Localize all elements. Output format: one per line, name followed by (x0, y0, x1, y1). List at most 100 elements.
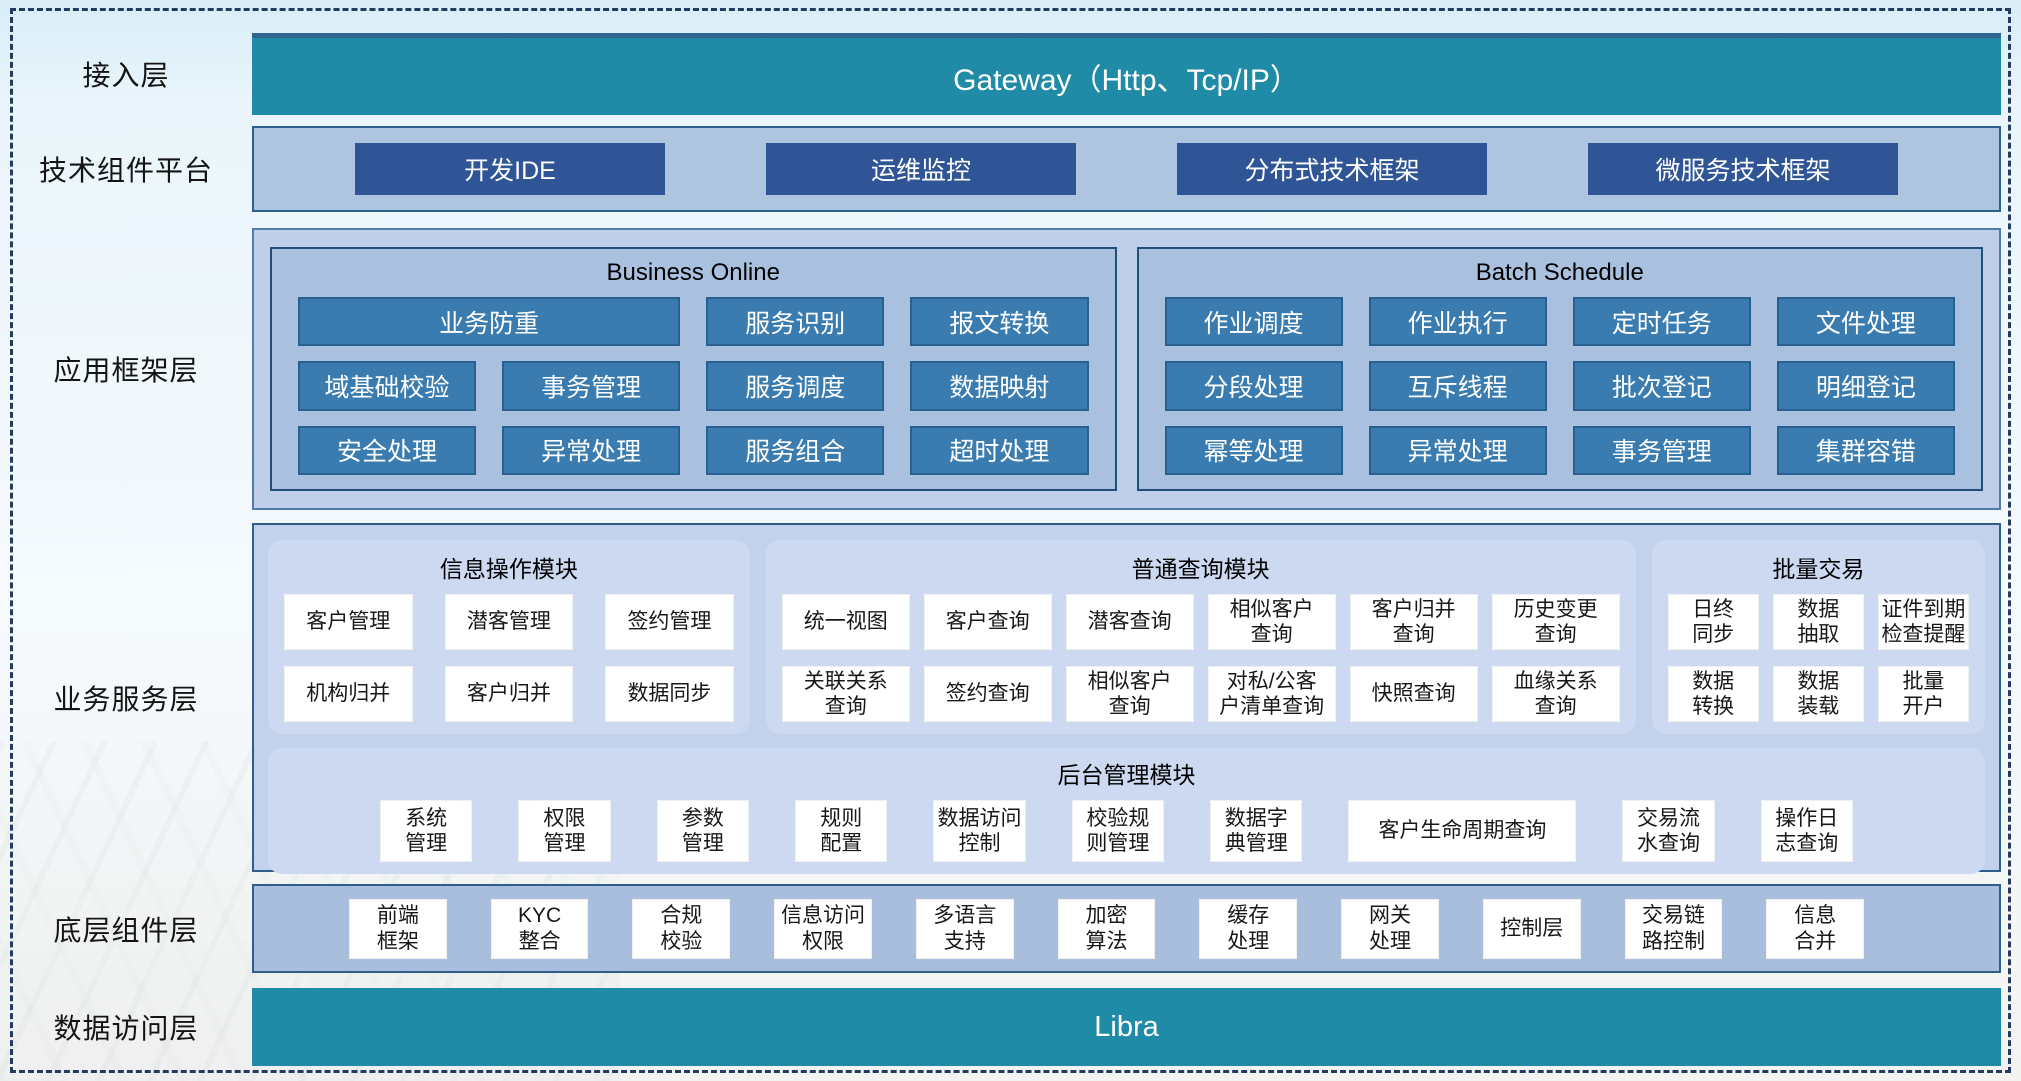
component-button: 信息访问 权限 (774, 898, 872, 959)
framework-button: 明细登记 (1776, 361, 1955, 411)
common-query-title: 普通查询模块 (1131, 556, 1270, 582)
service-button: 客户查询 (923, 594, 1052, 650)
service-button: 统一视图 (781, 594, 910, 650)
framework-button: 定时任务 (1572, 297, 1751, 347)
framework-button: 安全处理 (298, 425, 477, 475)
app-framework-box: Business Online 业务防重 服务识别报文转换域基础校验事务管理服务… (252, 228, 2001, 510)
layer-label-data-access: 数据访问层 (53, 1013, 199, 1044)
info-operation-grid: 客户管理潜客管理签约管理机构归并客户归并数据同步 (284, 594, 734, 722)
layer-label-app-framework: 应用框架层 (53, 355, 199, 386)
access-layer-row: 接入层 Gateway（Http、Tcp/IP） (0, 33, 2001, 115)
framework-button: 互斥线程 (1368, 361, 1547, 411)
batch-transaction-grid: 日终 同步数据 抽取证件到期 检查提醒数据 转换数据 装载批量 开户 (1667, 594, 1969, 722)
business-service-row: 业务服务层 信息操作模块 客户管理潜客管理签约管理机构归并客户归并数据同步 普通… (0, 523, 2001, 874)
framework-button: 事务管理 (502, 361, 681, 411)
component-button: 加密 算法 (1057, 898, 1156, 959)
business-online-title: Business Online (606, 259, 780, 286)
framework-button: 服务识别 (706, 297, 885, 347)
framework-button: 数据映射 (910, 361, 1089, 411)
business-service-modules: 信息操作模块 客户管理潜客管理签约管理机构归并客户归并数据同步 普通查询模块 统… (268, 540, 1985, 734)
service-button: 相似客户 查询 (1207, 594, 1336, 650)
service-button: 客户生命周期查询 (1348, 800, 1577, 862)
service-button: 交易流 水查询 (1622, 800, 1715, 862)
service-button: 日终 同步 (1667, 594, 1759, 650)
info-operation-title: 信息操作模块 (439, 556, 578, 582)
framework-button: 报文转换 (910, 297, 1089, 347)
business-online-grid: 业务防重 服务识别报文转换域基础校验事务管理服务调度数据映射安全处理异常处理服务… (292, 297, 1095, 475)
service-button: 签约查询 (923, 666, 1052, 722)
framework-button: 作业调度 (1164, 297, 1343, 347)
component-button: 信息 合并 (1766, 898, 1865, 959)
batch-schedule-panel: Batch Schedule 作业调度作业执行定时任务文件处理分段处理互斥线程批… (1136, 247, 1983, 491)
service-button: 参数 管理 (656, 800, 750, 862)
service-button: 数据同步 (605, 666, 734, 722)
component-button: 交易链 路控制 (1624, 898, 1723, 959)
data-access-row: 数据访问层 Libra (0, 988, 2001, 1066)
business-online-panel: Business Online 业务防重 服务识别报文转换域基础校验事务管理服务… (270, 247, 1117, 491)
batch-schedule-grid: 作业调度作业执行定时任务文件处理分段处理互斥线程批次登记明细登记幂等处理异常处理… (1159, 297, 1962, 475)
service-button: 机构归并 (284, 666, 413, 722)
info-operation-module: 信息操作模块 客户管理潜客管理签约管理机构归并客户归并数据同步 (268, 540, 750, 734)
service-button: 操作日 志查询 (1760, 800, 1853, 862)
admin-module: 后台管理模块 系统 管理权限 管理参数 管理规则 配置数据访问 控制校验规 则管… (268, 748, 1985, 874)
framework-button: 幂等处理 (1164, 425, 1343, 475)
tech-platform-band: 开发IDE 运维监控 分布式技术框架 微服务技术框架 (252, 126, 2001, 212)
framework-button: 业务防重 (298, 297, 681, 347)
service-button: 相似客户 查询 (1065, 666, 1194, 722)
tech-platform-button: 分布式技术框架 (1177, 143, 1487, 195)
component-button: 网关 处理 (1341, 898, 1439, 959)
framework-button: 域基础校验 (298, 361, 477, 411)
layer-label-tech-platform: 技术组件平台 (38, 155, 213, 186)
libra-bar: Libra (252, 988, 2001, 1066)
batch-schedule-title: Batch Schedule (1475, 259, 1644, 286)
service-button: 数据访问 控制 (933, 800, 1026, 862)
service-button: 快照查询 (1349, 666, 1478, 722)
admin-module-title: 后台管理模块 (1057, 762, 1196, 788)
framework-button: 集群容错 (1776, 425, 1955, 475)
component-button: 合规 校验 (632, 898, 731, 959)
service-button: 数据 转换 (1667, 666, 1759, 722)
service-button: 客户归并 查询 (1349, 594, 1478, 650)
service-button: 数据 装载 (1772, 666, 1864, 722)
service-button: 客户管理 (284, 594, 413, 650)
admin-module-grid: 系统 管理权限 管理参数 管理规则 配置数据访问 控制校验规 则管理数据字 典管… (288, 800, 1965, 862)
component-button: KYC 整合 (490, 898, 589, 959)
framework-button: 异常处理 (502, 425, 681, 475)
service-button: 权限 管理 (518, 800, 611, 862)
framework-button: 异常处理 (1368, 425, 1547, 475)
service-button: 规则 配置 (795, 800, 888, 862)
service-button: 签约管理 (605, 594, 734, 650)
service-button: 批量 开户 (1877, 666, 1969, 722)
component-button: 前端 框架 (349, 898, 447, 959)
framework-button: 服务调度 (706, 361, 885, 411)
layer-label-bottom-components: 底层组件层 (53, 914, 199, 946)
service-button: 历史变更 查询 (1491, 594, 1620, 650)
service-button: 血缘关系 查询 (1491, 666, 1620, 722)
business-service-box: 信息操作模块 客户管理潜客管理签约管理机构归并客户归并数据同步 普通查询模块 统… (252, 523, 2001, 874)
framework-button: 分段处理 (1164, 361, 1343, 411)
service-button: 数据 抽取 (1772, 594, 1864, 650)
tech-platform-row: 技术组件平台 开发IDE 运维监控 分布式技术框架 微服务技术框架 (0, 126, 2001, 212)
service-button: 数据字 典管理 (1210, 800, 1303, 862)
tech-platform-button: 微服务技术框架 (1588, 143, 1898, 195)
service-button: 客户归并 (444, 666, 574, 722)
framework-button: 批次登记 (1572, 361, 1751, 411)
common-query-module: 普通查询模块 统一视图客户查询潜客查询相似客户 查询客户归并 查询历史变更 查询… (765, 540, 1636, 734)
common-query-grid: 统一视图客户查询潜客查询相似客户 查询客户归并 查询历史变更 查询关联关系 查询… (781, 594, 1620, 722)
tech-platform-button: 开发IDE (355, 143, 665, 195)
service-button: 潜客管理 (444, 594, 574, 650)
batch-transaction-module: 批量交易 日终 同步数据 抽取证件到期 检查提醒数据 转换数据 装载批量 开户 (1651, 540, 1985, 734)
service-button: 关联关系 查询 (781, 666, 910, 722)
batch-transaction-title: 批量交易 (1772, 556, 1865, 582)
tech-platform-button: 运维监控 (766, 143, 1076, 195)
app-framework-row: 应用框架层 Business Online 业务防重 服务识别报文转换域基础校验… (0, 228, 2001, 510)
framework-button: 文件处理 (1776, 297, 1955, 347)
gateway-bar: Gateway（Http、Tcp/IP） (252, 33, 2001, 115)
layer-label-business-service: 业务服务层 (53, 683, 199, 715)
service-button: 系统 管理 (380, 800, 473, 862)
component-button: 缓存 处理 (1199, 898, 1298, 959)
service-button: 对私/公客 户清单查询 (1207, 666, 1336, 722)
